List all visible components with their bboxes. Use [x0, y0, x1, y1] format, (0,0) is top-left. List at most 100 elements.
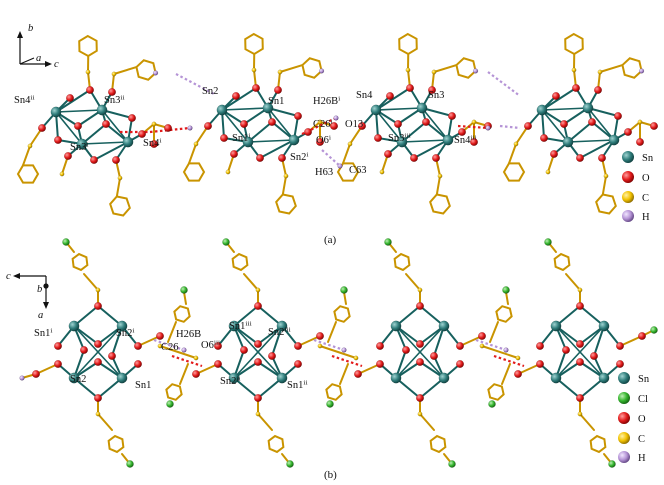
- bond: [508, 143, 517, 165]
- o-atom: [251, 83, 260, 92]
- bond: [343, 291, 347, 305]
- bond: [137, 335, 161, 347]
- o-atom: [85, 85, 94, 94]
- bond: [22, 145, 31, 167]
- bond: [259, 139, 295, 159]
- c-atom: [347, 141, 353, 147]
- sn-atom: [96, 104, 108, 116]
- phenyl-ring: [267, 434, 285, 454]
- legend-b-label-c: C: [638, 434, 645, 445]
- sn-atom: [598, 320, 610, 332]
- bond: [195, 363, 219, 375]
- phenyl-ring: [16, 164, 40, 184]
- o-atom: [219, 133, 228, 142]
- o-atom: [79, 346, 88, 355]
- o-atom: [229, 149, 238, 158]
- o-atom: [376, 360, 385, 369]
- bond: [342, 143, 351, 165]
- cl-atom: [180, 286, 188, 294]
- o-atom: [562, 346, 571, 355]
- c-atom: [545, 169, 551, 175]
- o-atom: [416, 358, 425, 367]
- phenyl-ring: [107, 434, 125, 454]
- bond: [113, 66, 138, 75]
- legend-b-swatch-h: [618, 451, 630, 463]
- sn-atom: [228, 372, 240, 384]
- o-atom: [133, 360, 142, 369]
- h-atom: [472, 68, 479, 74]
- o-atom: [638, 332, 647, 341]
- phenyl-ring: [135, 59, 157, 81]
- hydrogen-bond: [321, 149, 341, 167]
- bond: [339, 363, 349, 385]
- hydrogen-bond: [487, 71, 521, 97]
- o-atom: [590, 352, 599, 361]
- sn-atom: [122, 136, 134, 148]
- phenyl-ring: [553, 252, 571, 272]
- c-atom: [317, 119, 323, 125]
- o-atom: [588, 117, 597, 126]
- bond: [433, 64, 458, 73]
- bond: [111, 325, 123, 357]
- label-sn3-iii: Sn3ⁱⁱⁱ: [388, 133, 411, 144]
- sn-atom: [442, 134, 454, 146]
- panel-a: b a c Sn4ⁱⁱ Sn3ⁱⁱ Sn3ⁱ Sn4ⁱ Sn2 Sn1 Sn1ⁱ…: [14, 23, 659, 246]
- bond: [435, 175, 441, 196]
- bond: [501, 363, 511, 385]
- sn-atom: [536, 104, 548, 116]
- o-atom: [416, 340, 425, 349]
- h-atom: [337, 163, 343, 169]
- h-atom: [19, 375, 25, 381]
- sn-atom: [276, 372, 288, 384]
- phenyl-ring: [495, 305, 513, 323]
- sn-atom: [262, 102, 274, 114]
- c-atom: [515, 355, 521, 361]
- o-atom: [294, 342, 303, 351]
- label-b-sn1-i: Sn1ⁱ: [34, 328, 52, 339]
- sn-atom: [416, 102, 428, 114]
- c-atom: [117, 175, 123, 181]
- c-atom: [379, 169, 385, 175]
- o-atom: [137, 129, 146, 138]
- legend-b-label-h: H: [638, 453, 646, 464]
- bond: [73, 377, 99, 399]
- axis-b-label-b: b: [37, 284, 42, 295]
- bond: [375, 87, 411, 111]
- c-atom: [353, 355, 359, 361]
- phenyl-ring: [109, 195, 131, 217]
- sn-atom: [438, 320, 450, 332]
- caption-a: (a): [324, 234, 337, 246]
- sn-atom: [288, 134, 300, 146]
- c-atom: [95, 287, 101, 293]
- label-b-sn2-iii: Sn2ⁱⁱⁱ: [268, 327, 291, 338]
- o-atom: [514, 370, 523, 379]
- bond: [247, 121, 273, 143]
- o-atom: [636, 137, 645, 146]
- c-atom: [59, 171, 65, 177]
- c-atom: [597, 69, 603, 75]
- o-atom: [374, 133, 383, 142]
- o-atom: [552, 91, 561, 100]
- h-atom: [187, 125, 193, 131]
- cl-atom: [222, 238, 230, 246]
- phenyl-ring: [398, 32, 418, 56]
- bond: [271, 325, 283, 357]
- axes-indicator-b: c b a: [6, 271, 49, 321]
- bond: [55, 111, 83, 145]
- phenyl-ring: [455, 57, 477, 79]
- sn-atom: [550, 372, 562, 384]
- o-atom: [304, 127, 313, 136]
- o-atom: [213, 360, 222, 369]
- sn-atom: [116, 320, 128, 332]
- axis-c-label: c: [54, 59, 59, 70]
- label-b-h26b: H26B: [176, 329, 201, 340]
- panel-a-atoms: [27, 67, 659, 181]
- sn-atom: [598, 372, 610, 384]
- c-atom: [405, 67, 411, 73]
- bond: [297, 335, 321, 347]
- phenyl-ring: [275, 193, 297, 215]
- o-atom: [330, 121, 339, 130]
- bond: [279, 64, 304, 73]
- label-sn1-i: Sn1ⁱ: [232, 133, 250, 144]
